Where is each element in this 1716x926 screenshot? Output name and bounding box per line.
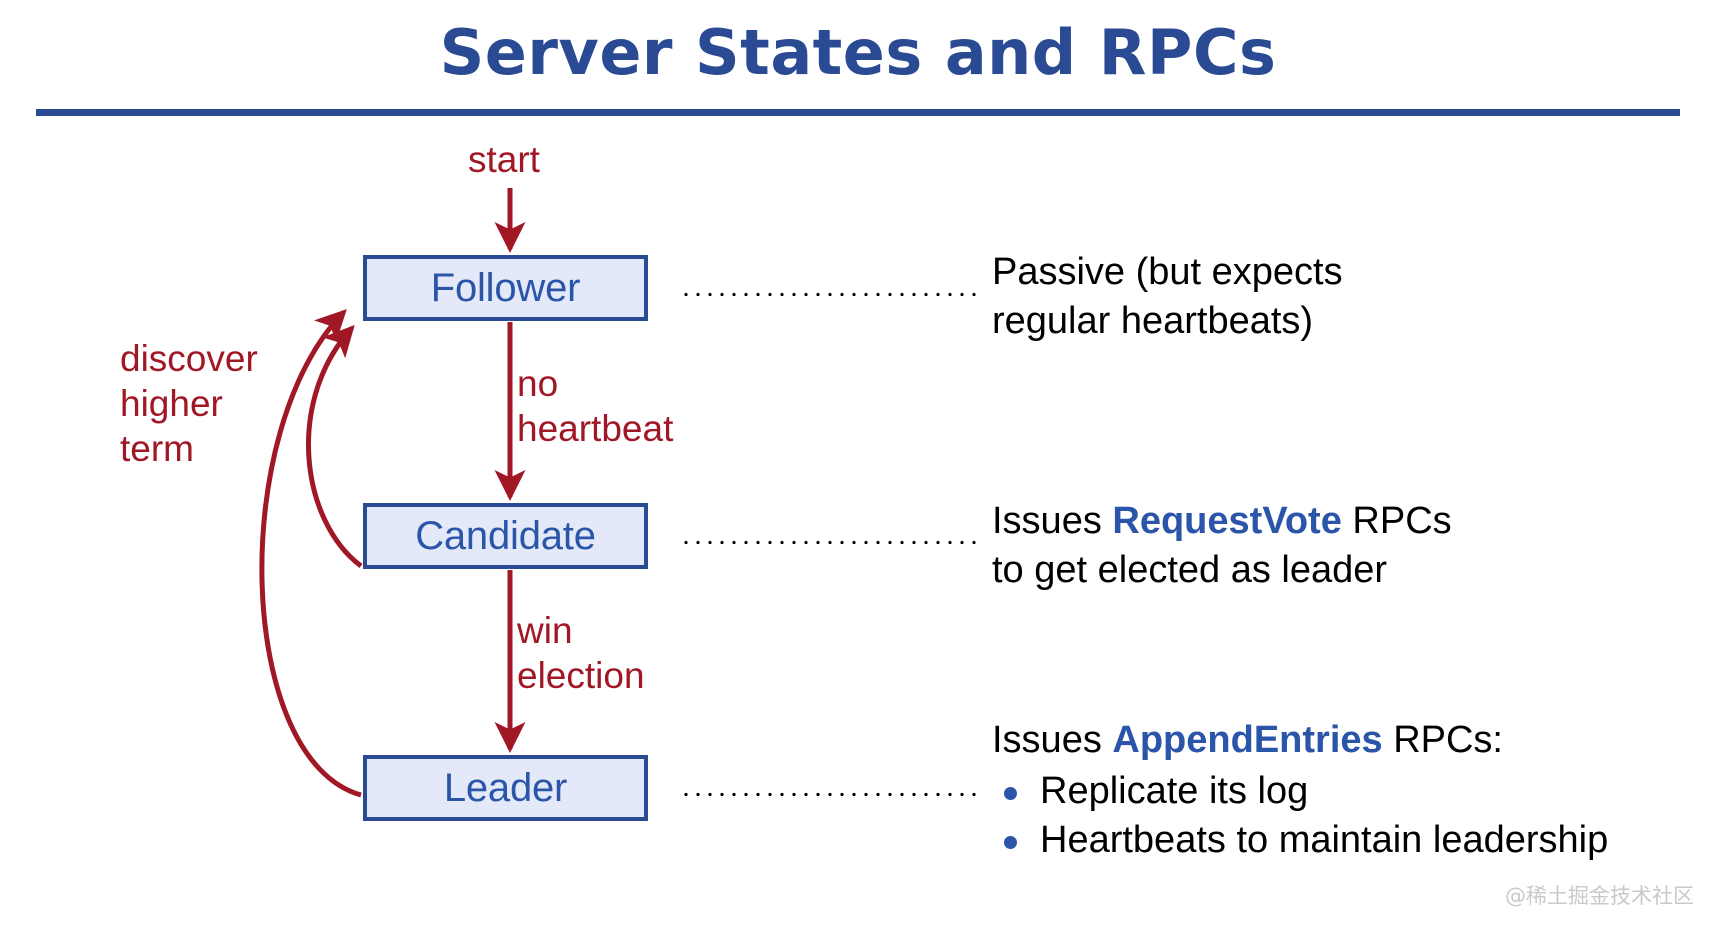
page-title: Server States and RPCs — [439, 16, 1277, 89]
note-leader-suffix: RPCs: — [1382, 719, 1503, 761]
state-box-follower[interactable]: Follower — [363, 255, 648, 321]
note-candidate: Issues RequestVote RPCs to get elected a… — [992, 497, 1452, 594]
transition-label-no-heartbeat: no heartbeat — [517, 363, 674, 450]
note-follower-line-1: Passive (but expects — [992, 251, 1343, 293]
note-candidate-line-2: to get elected as leader — [992, 548, 1388, 591]
note-leader-prefix: Issues — [992, 719, 1113, 761]
note-candidate-line-1: Issues RequestVote RPCs — [992, 497, 1452, 546]
transition-label-discover-higher-term: discover higher term — [120, 338, 258, 470]
note-leader: Issues AppendEntries RPCs: Replicate its… — [992, 716, 1608, 865]
state-label-candidate: Candidate — [415, 513, 596, 558]
leader-line-follower — [680, 292, 980, 297]
watermark: @稀土掘金技术社区 — [1505, 884, 1694, 908]
transition-label-start: start — [468, 139, 540, 180]
title-divider — [36, 109, 1680, 116]
transition-label-win-election: win election — [517, 610, 645, 697]
bullet-dot-icon — [1004, 786, 1017, 800]
note-leader-bullet-1: Replicate its log — [1040, 769, 1309, 812]
bullet-dot-icon — [1004, 836, 1017, 850]
state-box-candidate[interactable]: Candidate — [363, 503, 648, 569]
state-label-follower: Follower — [430, 265, 581, 310]
arrow-leader-to-follower — [259, 309, 362, 798]
state-box-leader[interactable]: Leader — [363, 755, 648, 821]
state-label-leader: Leader — [443, 765, 568, 810]
leader-line-candidate — [680, 540, 980, 545]
note-follower-line-2: regular heartbeats) — [992, 299, 1314, 342]
note-candidate-suffix: RPCs — [1341, 500, 1452, 542]
note-leader-bullet-list: Replicate its log Heartbeats to maintain… — [992, 767, 1608, 866]
arrow-candidate-to-follower — [306, 325, 363, 568]
rpc-name-appendentries: AppendEntries — [1112, 719, 1383, 761]
note-candidate-prefix: Issues — [992, 500, 1113, 542]
note-follower: Passive (but expects regular heartbeats) — [992, 248, 1343, 345]
note-leader-line-1: Issues AppendEntries RPCs: — [992, 716, 1608, 765]
rpc-name-requestvote: RequestVote — [1112, 500, 1342, 542]
list-item: Replicate its log — [992, 767, 1608, 816]
note-leader-bullet-2: Heartbeats to maintain leadership — [1040, 819, 1609, 862]
list-item: Heartbeats to maintain leadership — [992, 816, 1608, 865]
leader-line-leader — [680, 792, 980, 797]
